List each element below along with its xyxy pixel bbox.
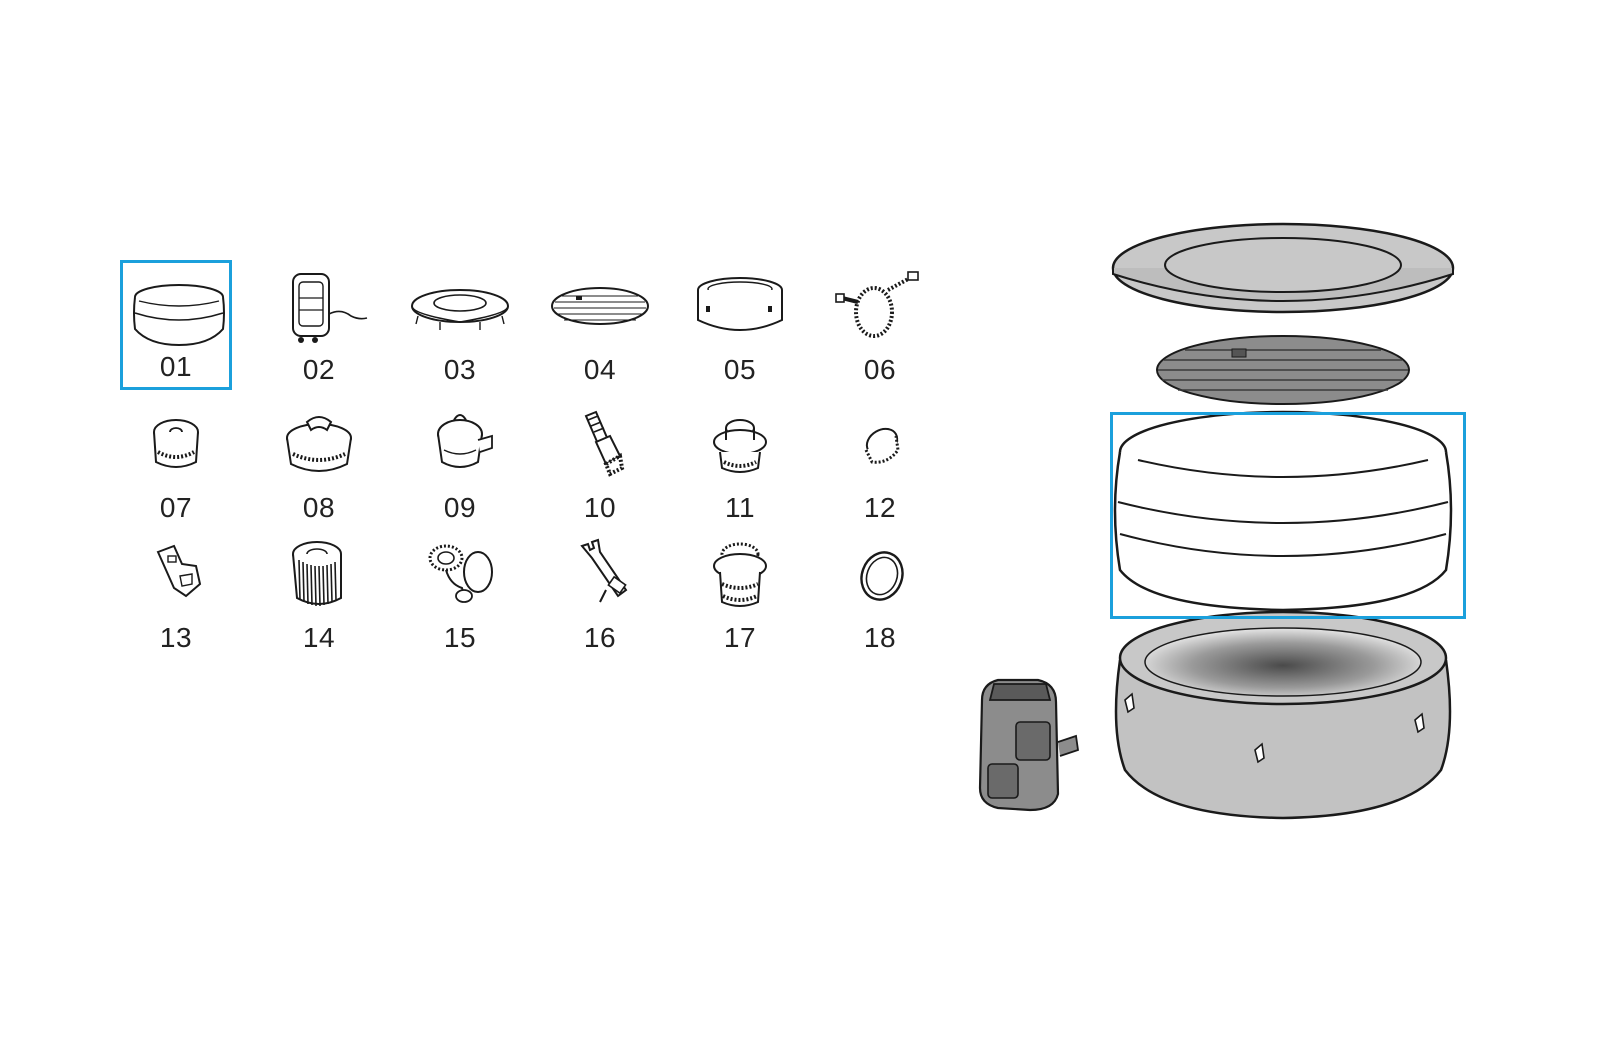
inflatable-liner-icon[interactable] — [1113, 410, 1453, 612]
valve-cap-icon — [153, 419, 199, 468]
filter-cartridge-icon — [292, 541, 342, 607]
part-17[interactable]: 17 — [684, 528, 796, 658]
floor-mat-icon[interactable] — [1156, 335, 1410, 405]
drain-connector-icon — [428, 544, 493, 603]
pump-unit-icon[interactable] — [978, 678, 1079, 812]
hose-adapter-icon — [584, 410, 625, 477]
spa-cover-icon — [697, 277, 783, 331]
part-number: 17 — [723, 622, 757, 653]
part-02[interactable]: 02 — [263, 260, 375, 390]
inflation-valve-icon — [713, 419, 767, 473]
part-13[interactable]: 13 — [120, 528, 232, 658]
part-06[interactable]: 06 — [824, 260, 936, 390]
inflatable-liner-icon — [133, 284, 225, 347]
part-01[interactable]: 01 — [120, 260, 232, 390]
part-number: 04 — [583, 354, 617, 385]
part-10[interactable]: 10 — [544, 398, 656, 528]
part-number: 06 — [863, 354, 897, 385]
spa-tub-icon[interactable] — [1114, 610, 1452, 820]
part-number: 16 — [583, 622, 617, 653]
part-08[interactable]: 08 — [263, 398, 375, 528]
part-number: 08 — [302, 492, 336, 523]
part-number: 18 — [863, 622, 897, 653]
filter-housing-icon — [286, 416, 352, 472]
strainer-connector-icon — [437, 414, 493, 468]
part-03[interactable]: 03 — [404, 260, 516, 390]
part-14[interactable]: 14 — [263, 528, 375, 658]
part-12[interactable]: 12 — [824, 398, 936, 528]
part-number: 10 — [583, 492, 617, 523]
part-number: 12 — [863, 492, 897, 523]
part-04[interactable]: 04 — [544, 260, 656, 390]
cover-ring-icon — [411, 289, 509, 330]
valve-wrench-icon — [580, 538, 628, 603]
part-number: 09 — [443, 492, 477, 523]
small-cap-icon — [864, 427, 900, 464]
exploded-assembly-view — [978, 222, 1455, 820]
liner-highlight-frame — [1110, 412, 1466, 619]
part-15[interactable]: 15 — [404, 528, 516, 658]
threaded-fitting-icon — [713, 542, 767, 607]
part-number: 15 — [443, 622, 477, 653]
part-number: 02 — [302, 354, 336, 385]
buckle-clip-icon — [156, 544, 202, 598]
part-11[interactable]: 11 — [684, 398, 796, 528]
part-number: 05 — [723, 354, 757, 385]
pump-unit-icon — [292, 273, 368, 343]
part-number: 01 — [159, 351, 193, 382]
part-16[interactable]: 16 — [544, 528, 656, 658]
part-number: 13 — [159, 622, 193, 653]
part-number: 11 — [724, 492, 756, 523]
floor-mat-icon — [551, 287, 649, 325]
part-07[interactable]: 07 — [120, 398, 232, 528]
part-05[interactable]: 05 — [684, 260, 796, 390]
part-number: 07 — [159, 492, 193, 523]
o-ring-icon — [860, 551, 904, 601]
hose-icon — [835, 271, 919, 338]
part-number: 03 — [443, 354, 477, 385]
part-18[interactable]: 18 — [824, 528, 936, 658]
part-number: 14 — [302, 622, 336, 653]
cover-icon[interactable] — [1111, 222, 1455, 314]
part-09[interactable]: 09 — [404, 398, 516, 528]
